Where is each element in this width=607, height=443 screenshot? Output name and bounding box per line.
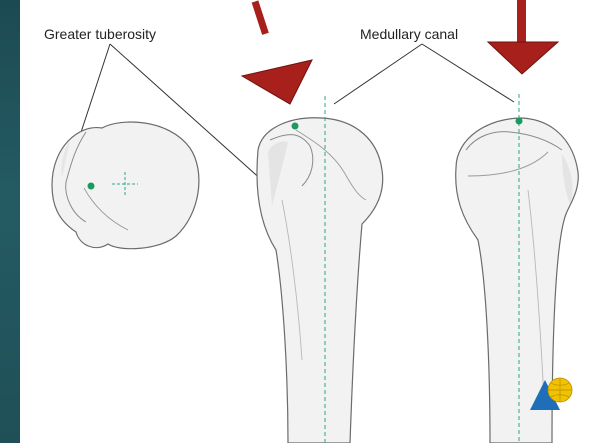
red-arrow-icon: [242, 0, 312, 104]
entry-point-left: [292, 123, 299, 130]
red-arrow-icon: [488, 0, 558, 74]
humerus-left: [257, 96, 383, 443]
marker-dot: [88, 183, 95, 190]
leader-line-mc-1: [334, 44, 422, 104]
entry-point-right: [516, 118, 523, 125]
humeral-head-top-view: [52, 122, 199, 249]
